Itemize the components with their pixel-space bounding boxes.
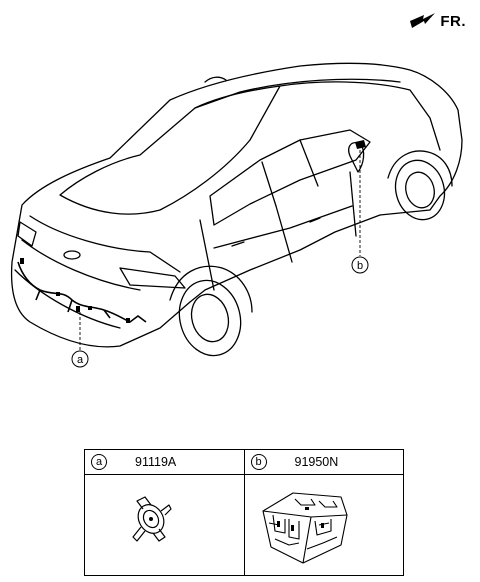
part-image-cell-b <box>243 474 404 576</box>
wiring-harness <box>17 261 147 323</box>
grommet-connector-icon <box>132 496 172 542</box>
body-outline <box>10 62 463 348</box>
side-windows <box>209 129 371 226</box>
callout-a-label: a <box>77 354 84 366</box>
part-number-a: 91119A <box>135 455 177 469</box>
junction-block-location <box>355 140 366 149</box>
rear-window <box>59 85 281 215</box>
callout-badge-b: b <box>250 454 267 470</box>
parts-table: a 91119A b 91950N <box>84 449 404 576</box>
trunk-lid <box>29 215 181 273</box>
part-number-b: 91950N <box>294 455 339 469</box>
rear-badge <box>63 250 81 260</box>
junction-block-icon <box>261 492 348 564</box>
front-wheel <box>394 159 446 221</box>
callout-badge-a: a <box>91 454 107 470</box>
vehicle-wiring-diagram: a b <box>10 62 463 368</box>
front-label: FR. <box>440 12 466 30</box>
parts-table-header-b: b 91950N <box>243 449 404 475</box>
callout-a: a <box>71 350 89 368</box>
parts-table-header-a: a 91119A <box>84 449 245 475</box>
callout-b-label: b <box>357 260 363 272</box>
callout-b: b <box>351 256 369 274</box>
part-image-cell-a <box>84 474 245 576</box>
arrow-icon <box>410 13 436 28</box>
rear-wheel <box>178 279 242 357</box>
front-direction-indicator: FR. <box>410 12 466 30</box>
